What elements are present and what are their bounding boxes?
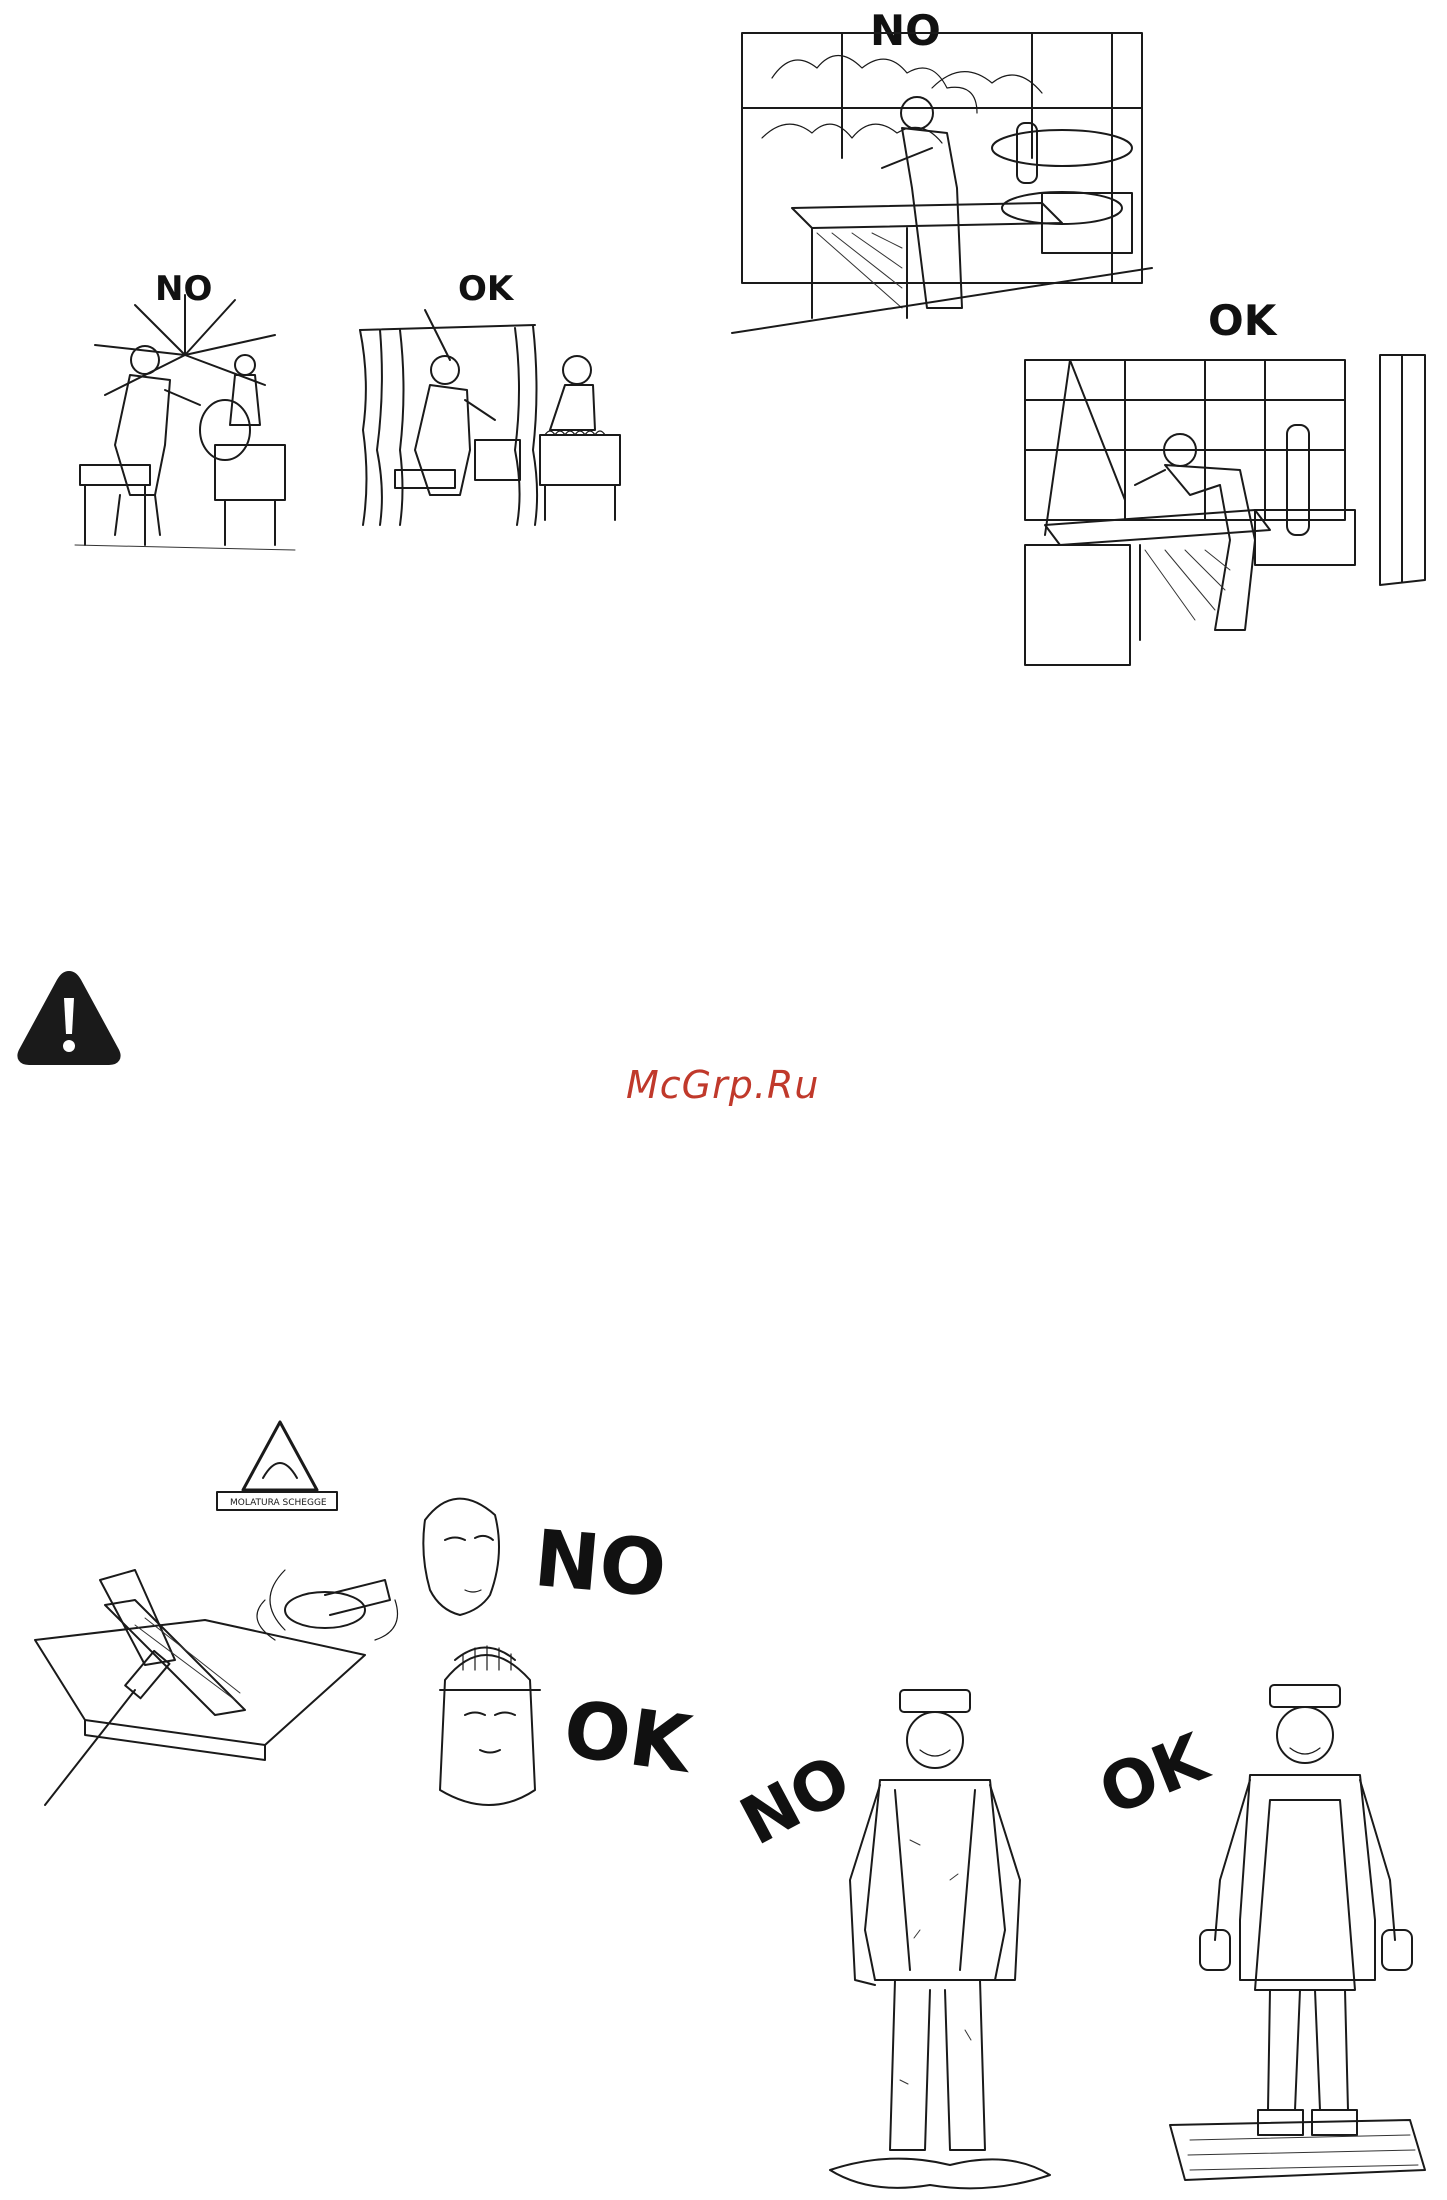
label-grinding-ok: OK: [559, 1690, 695, 1785]
illustration-fumes-unventilated: [732, 18, 1152, 338]
illustration-worker-protective-clothing: [1160, 1670, 1430, 2190]
watermark-text: McGrp.Ru: [626, 1063, 819, 1107]
illustration-worker-damaged-clothing: [800, 1680, 1060, 2200]
label-fumes-ok: OK: [1208, 300, 1276, 342]
illustration-welding-unscreened: [75, 295, 295, 555]
svg-text:MOLATURA SCHEGGE: MOLATURA SCHEGGE: [230, 1498, 327, 1508]
label-grinding-no: NO: [531, 1520, 669, 1609]
illustration-face-shield: [415, 1640, 555, 1820]
illustration-welding-screened: [355, 300, 630, 535]
warning-triangle-icon: [14, 968, 124, 1068]
illustration-fumes-ventilated: [1015, 340, 1435, 670]
